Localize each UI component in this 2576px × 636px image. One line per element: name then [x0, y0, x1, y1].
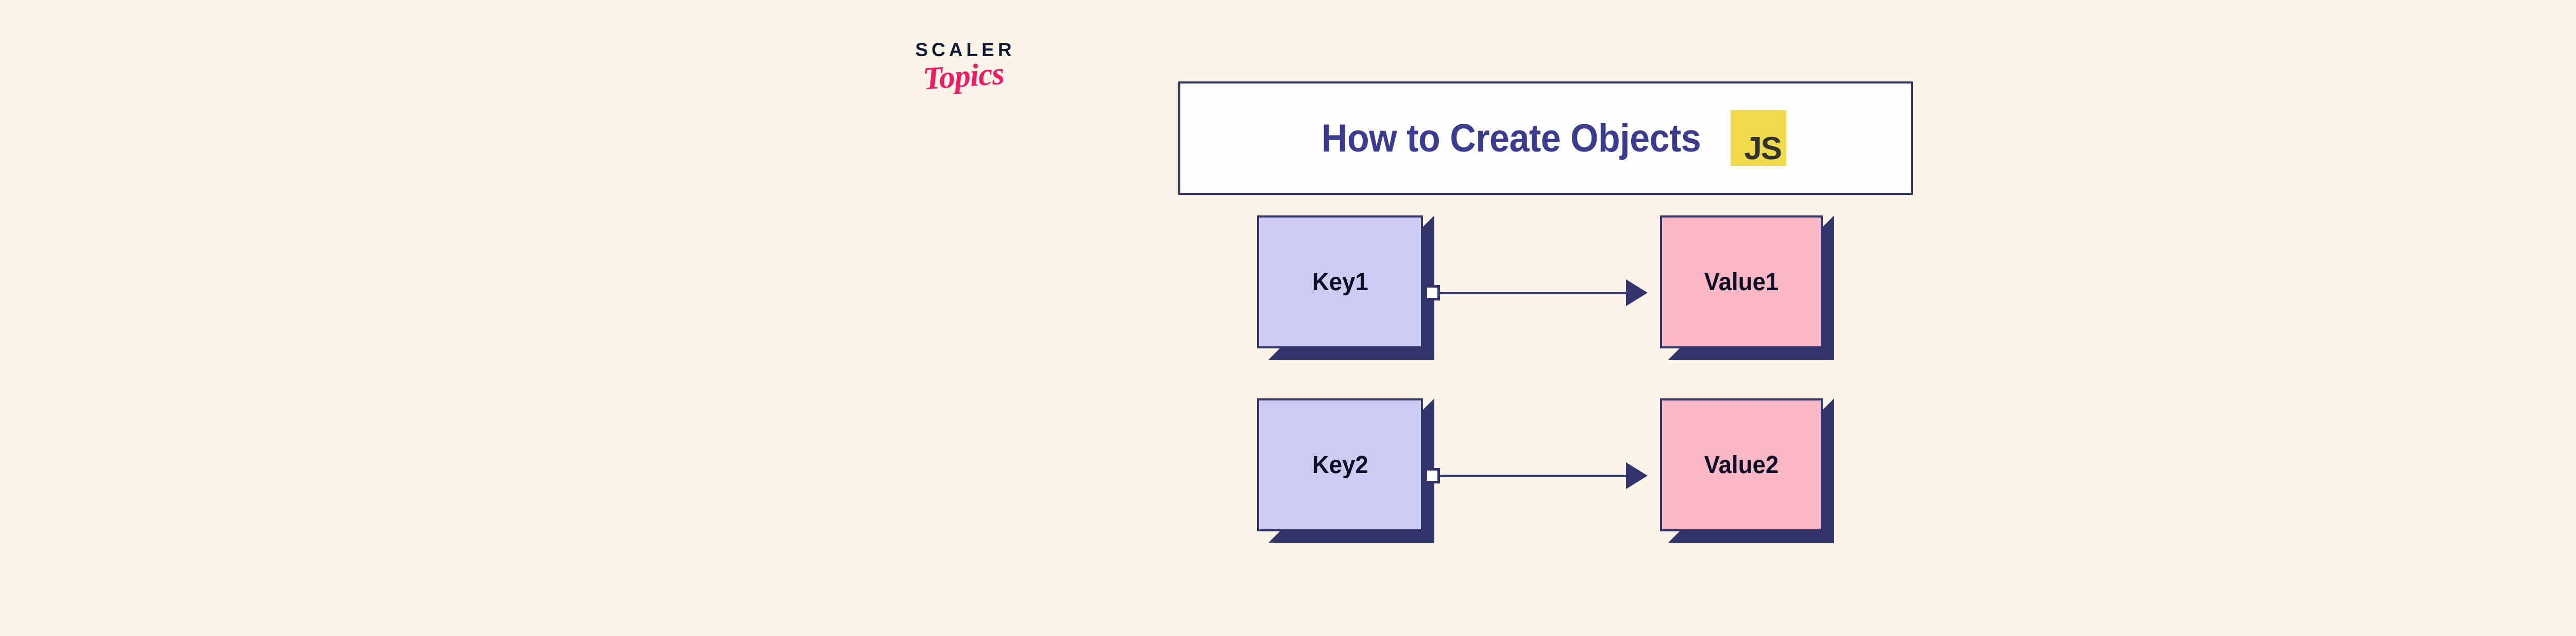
node-value-2-label: Value2 — [1704, 451, 1779, 479]
connector-origin-handle-1[interactable] — [1425, 285, 1440, 300]
node-value-2[interactable]: Value2 — [1660, 398, 1823, 531]
connector-arrowhead-1 — [1626, 279, 1648, 306]
value1-shadow-bottom — [1668, 348, 1834, 360]
value2-shadow-right — [1823, 398, 1834, 543]
connector-line-2 — [1437, 475, 1628, 477]
connector-line-1 — [1437, 292, 1628, 294]
logo-secondary-text: Topics — [922, 56, 1005, 97]
page-title: How to Create Objects — [1321, 116, 1701, 160]
node-key-2-label: Key2 — [1312, 451, 1368, 479]
key1-shadow-bottom — [1268, 348, 1434, 360]
node-value-1[interactable]: Value1 — [1660, 215, 1823, 348]
key2-shadow-bottom — [1268, 531, 1434, 543]
connector-arrowhead-2 — [1626, 462, 1648, 489]
javascript-logo-label: JS — [1744, 131, 1782, 166]
value2-shadow-bottom — [1668, 531, 1834, 543]
scaler-topics-logo: SCALER Topics — [896, 40, 1030, 112]
node-key-1-label: Key1 — [1312, 268, 1368, 296]
value1-shadow-right — [1823, 215, 1834, 360]
node-key-2[interactable]: Key2 — [1257, 398, 1423, 531]
javascript-logo-icon: JS — [1731, 110, 1787, 166]
node-key-1[interactable]: Key1 — [1257, 215, 1423, 348]
node-value-1-label: Value1 — [1704, 268, 1779, 296]
title-banner: How to Create Objects JS — [1178, 81, 1913, 195]
connector-origin-handle-2[interactable] — [1425, 468, 1440, 483]
logo-primary-text: SCALER — [915, 39, 1015, 60]
